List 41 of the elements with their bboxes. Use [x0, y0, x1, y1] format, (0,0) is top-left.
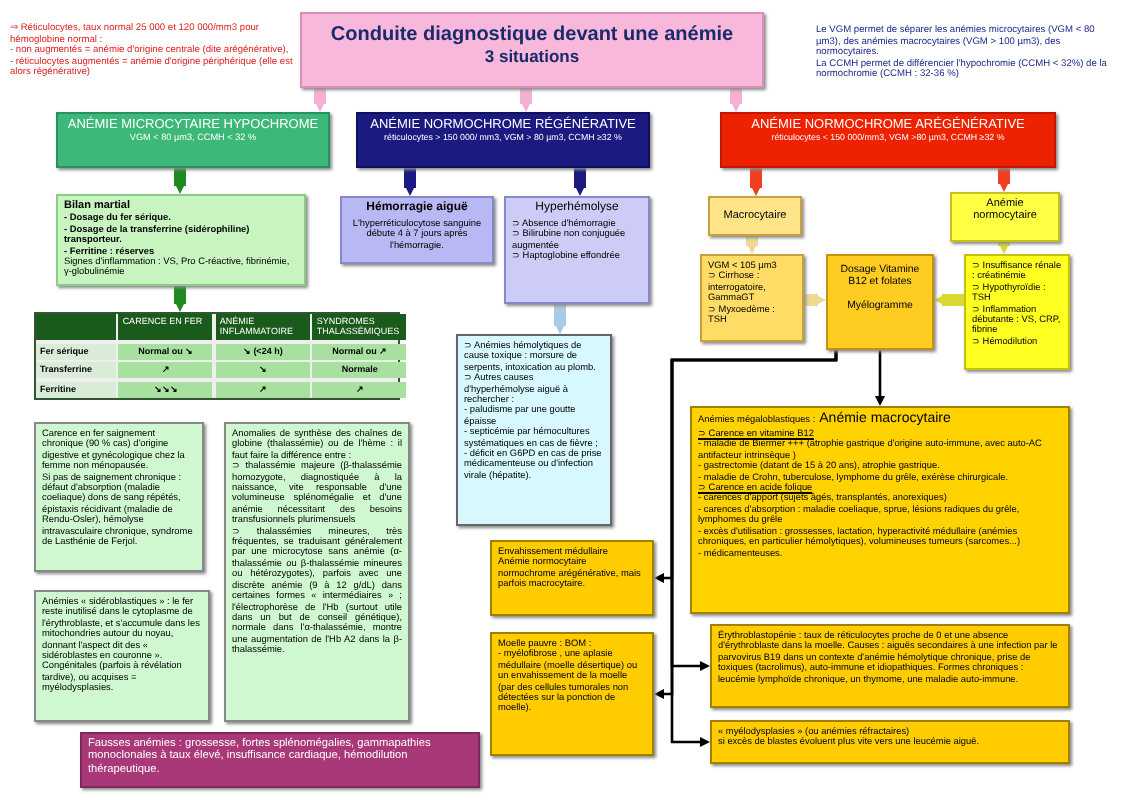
category-box	[720, 112, 1056, 168]
info-box	[710, 624, 1070, 708]
info-box	[710, 720, 1070, 764]
arrow	[404, 168, 416, 196]
decision-box	[708, 196, 802, 237]
category-box	[356, 112, 650, 168]
info-box	[490, 540, 654, 616]
title-box	[300, 12, 764, 88]
info-box	[34, 422, 204, 572]
arrow	[750, 168, 762, 196]
arrow	[998, 168, 1010, 192]
info-box	[690, 406, 1070, 614]
process-box	[826, 254, 934, 350]
info-box	[224, 422, 410, 722]
info-box	[80, 732, 480, 788]
arrow	[998, 242, 1010, 254]
info-box	[964, 254, 1070, 370]
decision-box	[950, 192, 1060, 242]
info-box	[456, 334, 612, 526]
body-text: 3 situations	[482, 47, 582, 67]
category-box	[56, 112, 330, 168]
heading-text: Conduite diagnostique devant une anémie	[328, 24, 736, 47]
info-box	[700, 254, 804, 342]
arrow	[174, 168, 186, 194]
info-box	[340, 196, 494, 264]
info-box	[490, 632, 654, 756]
data-table	[34, 312, 400, 400]
arrow	[670, 350, 838, 747]
arrow	[174, 286, 186, 312]
arrow	[746, 236, 758, 254]
arrow	[314, 88, 326, 112]
arrow	[574, 168, 586, 196]
arrow	[804, 294, 826, 306]
arrow	[875, 350, 885, 406]
info-box	[504, 196, 650, 304]
info-box	[56, 194, 306, 286]
arrow	[520, 88, 532, 112]
info-box	[34, 590, 210, 722]
arrow	[934, 294, 964, 306]
arrow	[730, 88, 742, 112]
arrow	[554, 304, 566, 334]
